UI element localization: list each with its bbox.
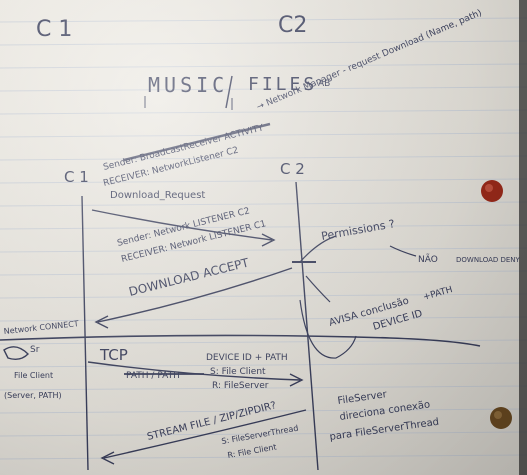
c1-lifeline xyxy=(81,195,89,471)
ab-label: AB xyxy=(318,79,330,89)
left-sub-2: File Client xyxy=(14,371,53,380)
files-label: FILES xyxy=(248,74,317,95)
binder-hole-top xyxy=(481,180,503,202)
ruled-lines xyxy=(0,17,527,460)
top-c2-label: C2 xyxy=(278,13,307,38)
s-line: S: File Client xyxy=(210,367,266,377)
tcp-label: TCP xyxy=(99,346,128,364)
s-bottom: S: FileServerThread xyxy=(221,424,299,446)
r-line: R: FileServer xyxy=(212,381,269,391)
c2-lifeline xyxy=(295,181,319,471)
tcp-divider xyxy=(0,334,481,347)
network-connect: Network CONNECT xyxy=(3,319,79,336)
diagram-c2-label: C 2 xyxy=(280,160,305,178)
download-deny: DOWNLOAD DENY xyxy=(456,256,521,264)
left-sub-3: (Server, PATH) xyxy=(4,391,62,400)
music-label: MUSIC xyxy=(148,73,228,97)
left-sub-1: Sr xyxy=(30,345,40,355)
top-c1-label: C 1 xyxy=(36,17,72,42)
strike-path: PATH / PATH xyxy=(126,371,180,381)
permission-label: Permissions ? xyxy=(320,217,396,243)
diagram-c1-label: C 1 xyxy=(64,168,89,186)
nao-label: NÃO xyxy=(418,254,438,265)
top-download-request: Download_Request xyxy=(110,190,205,201)
binder-hole-bottom xyxy=(490,407,512,429)
right-note-1: FileServer xyxy=(337,389,388,407)
download-accept: DOWNLOAD ACCEPT xyxy=(127,255,251,299)
device-id-path: DEVICE ID + PATH xyxy=(206,353,288,363)
path-note: +PATH xyxy=(422,285,454,303)
